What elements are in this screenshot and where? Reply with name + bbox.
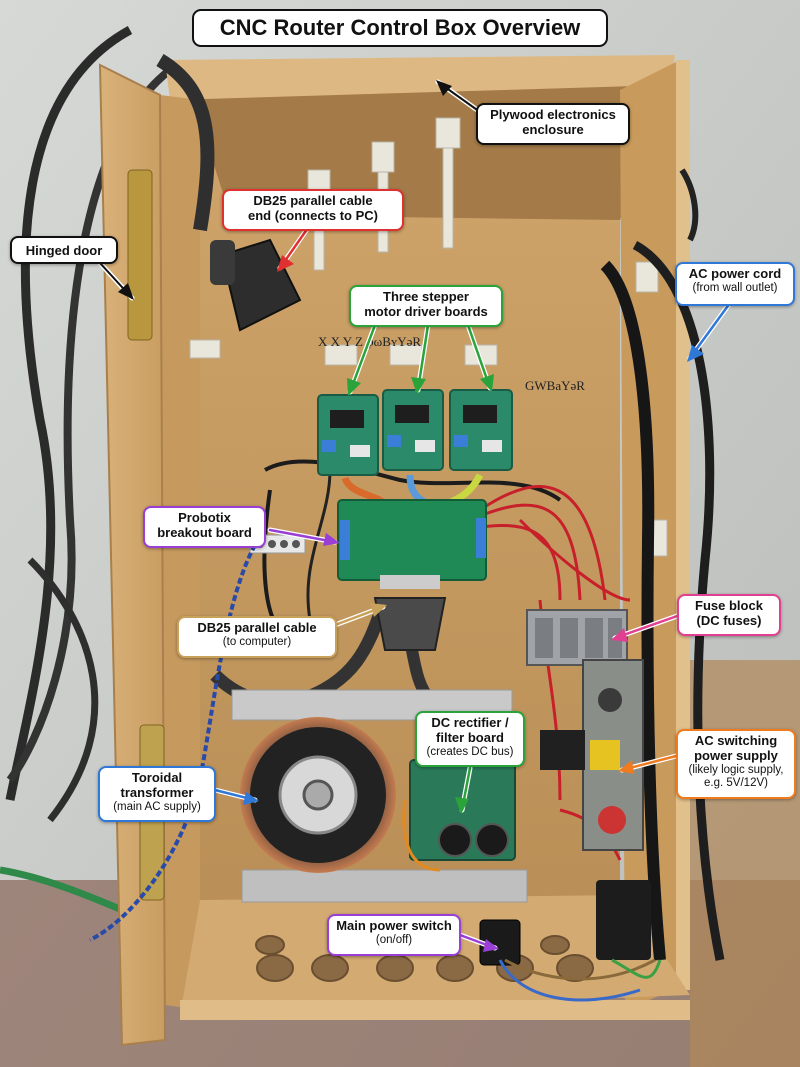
label-hinged-door: Hinged door bbox=[10, 236, 118, 264]
label-breakout-board: Probotix breakout board bbox=[143, 506, 266, 548]
label-stepper-drivers: Three stepper motor driver boards bbox=[349, 285, 503, 327]
label-main-power-switch: Main power switch (on/off) bbox=[327, 914, 461, 956]
diagram-title: CNC Router Control Box Overview bbox=[192, 9, 608, 47]
label-db25-top: DB25 parallel cable end (connects to PC) bbox=[222, 189, 404, 231]
label-switching-psu: AC switching power supply (likely logic … bbox=[676, 729, 796, 799]
handwriting-wire-colors: GWBaYəR bbox=[525, 378, 585, 393]
label-db25-bottom: DB25 parallel cable (to computer) bbox=[177, 616, 337, 658]
label-toroidal-transformer: Toroidal transformer (main AC supply) bbox=[98, 766, 216, 822]
label-ac-power-cord: AC power cord (from wall outlet) bbox=[675, 262, 795, 306]
label-fuse-block: Fuse block (DC fuses) bbox=[677, 594, 781, 636]
label-dc-rectifier: DC rectifier / filter board (creates DC … bbox=[415, 711, 525, 767]
label-enclosure: Plywood electronics enclosure bbox=[476, 103, 630, 145]
